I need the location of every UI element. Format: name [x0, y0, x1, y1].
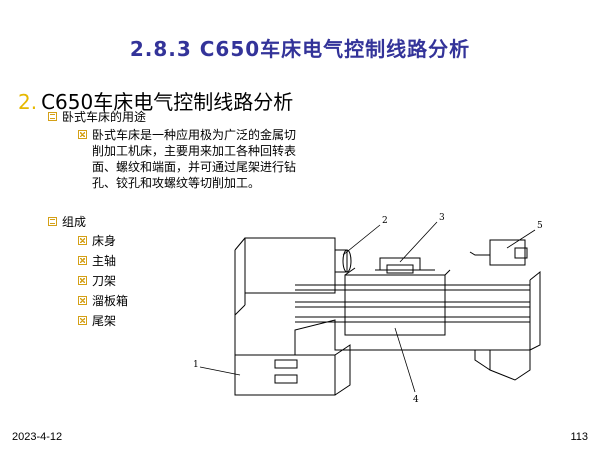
footer-date: 2023-4-12: [12, 431, 63, 443]
callout-5: 5: [537, 221, 543, 231]
apron: [344, 274, 446, 336]
page-number: 113: [570, 431, 588, 443]
part-label: 溜板箱: [92, 294, 129, 308]
open-box-icon: [48, 217, 57, 226]
bullet-usage: 卧式车床的用途: [48, 109, 146, 125]
checkbox-icon: [78, 296, 87, 305]
usage-paragraph: 卧式车床是一种应用极为广泛的金属切削加工机床，主要用来加工各种回转表面、螺纹和端…: [92, 128, 297, 190]
part-label: 刀架: [92, 274, 117, 288]
part-item: 尾架: [78, 313, 116, 329]
section-heading: 2.C650车床电气控制线路分析: [18, 86, 293, 115]
usage-label: 卧式车床的用途: [62, 110, 147, 124]
checkbox-icon: [78, 130, 87, 139]
callout-4: 4: [413, 395, 419, 405]
part-label: 主轴: [92, 254, 117, 268]
part-label: 尾架: [92, 314, 117, 328]
bullet-composition: 组成: [48, 214, 86, 230]
base-cabinet: [234, 354, 336, 396]
tailstock: [489, 239, 526, 266]
open-box-icon: [48, 112, 57, 121]
callout-3: 3: [439, 213, 445, 223]
callout-1: 1: [193, 360, 199, 370]
part-item: 溜板箱: [78, 293, 128, 309]
heading-text: C650车床电气控制线路分析: [41, 90, 294, 114]
checkbox-icon: [78, 276, 87, 285]
part-item: 刀架: [78, 273, 116, 289]
lathe-diagram: 1 2 3 4 5: [193, 213, 543, 405]
slide-title: 2.8.3 C650车床电气控制线路分析: [129, 37, 471, 61]
checkbox-icon: [78, 256, 87, 265]
checkbox-icon: [78, 236, 87, 245]
part-item: 床身: [78, 233, 116, 249]
heading-number: 2.: [18, 90, 38, 114]
part-label: 床身: [92, 234, 117, 248]
bullet-usage-text: 卧式车床是一种应用极为广泛的金属切削加工机床，主要用来加工各种回转表面、螺纹和端…: [78, 127, 307, 191]
composition-label: 组成: [62, 215, 87, 229]
checkbox-icon: [78, 316, 87, 325]
part-item: 主轴: [78, 253, 116, 269]
callout-2: 2: [382, 216, 388, 226]
